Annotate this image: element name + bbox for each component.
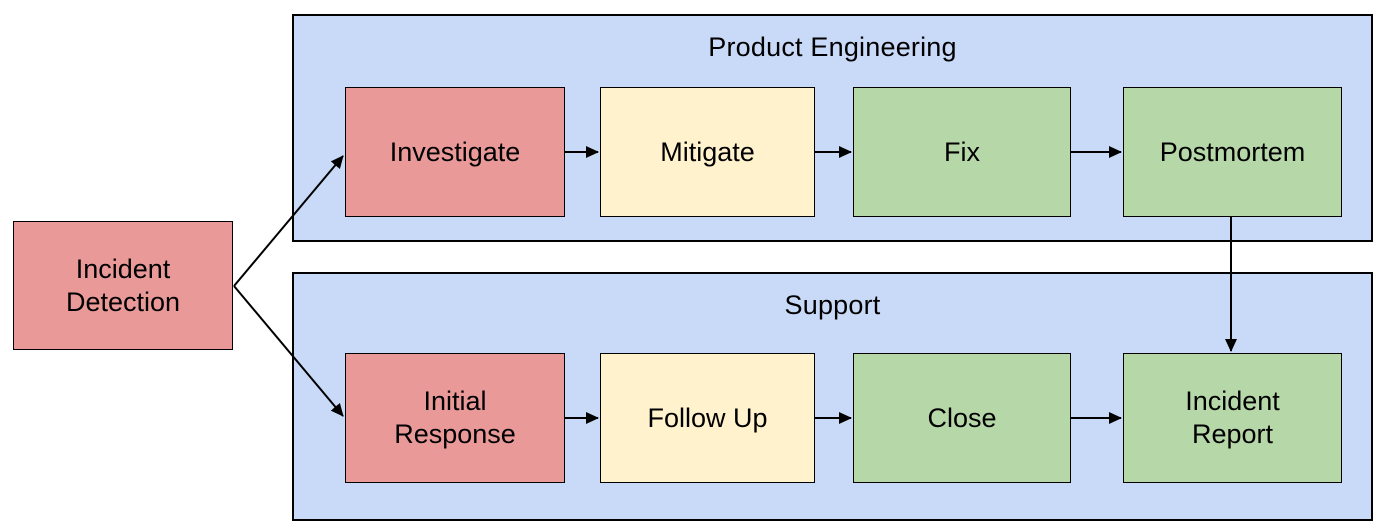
- node-mitigate-label: Mitigate: [660, 136, 755, 167]
- node-postmortem-label: Postmortem: [1159, 136, 1306, 167]
- node-mitigate: Mitigate: [600, 87, 815, 217]
- node-follow-up: Follow Up: [600, 353, 815, 483]
- lane-title-support: Support: [784, 290, 881, 320]
- node-initial-response-label: Initial Response: [394, 386, 516, 449]
- node-incident-report: Incident Report: [1123, 353, 1342, 483]
- node-postmortem: Postmortem: [1123, 87, 1342, 217]
- node-investigate-label: Investigate: [389, 136, 521, 167]
- node-close-label: Close: [927, 402, 997, 433]
- node-incident-detection-label: Incident Detection: [65, 253, 181, 317]
- node-incident-report-label: Incident Report: [1185, 386, 1280, 449]
- node-fix: Fix: [853, 87, 1071, 217]
- node-investigate: Investigate: [345, 87, 565, 217]
- node-close: Close: [853, 353, 1071, 483]
- node-incident-detection: Incident Detection: [13, 221, 233, 350]
- node-initial-response: Initial Response: [345, 353, 565, 483]
- node-fix-label: Fix: [944, 136, 980, 167]
- lane-title-product-engineering: Product Engineering: [708, 32, 957, 62]
- node-follow-up-label: Follow Up: [647, 402, 768, 433]
